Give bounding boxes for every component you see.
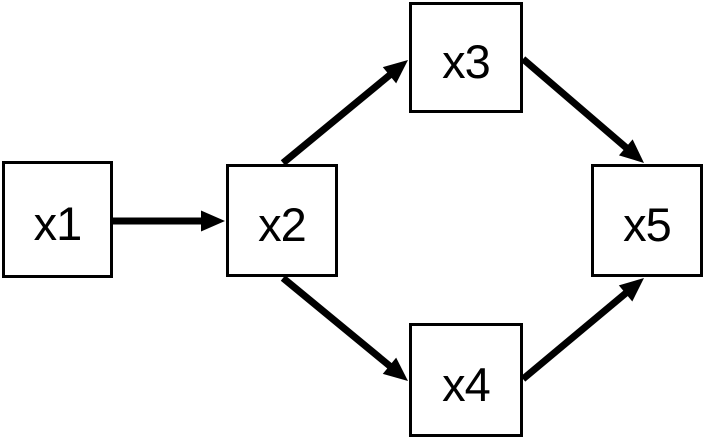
arrow-x2-to-x3-shaft <box>280 70 395 166</box>
node-x2-label: x2 <box>258 198 307 251</box>
arrow-x4-to-x5-head <box>618 278 644 302</box>
arrow-x4-to-x5-shaft <box>520 288 631 382</box>
node-x3-label: x3 <box>442 35 491 88</box>
arrow-x3-to-x5-shaft <box>520 56 631 152</box>
node-x5-label: x5 <box>623 198 672 251</box>
node-x3: x3 <box>409 2 523 113</box>
node-x1: x1 <box>2 161 113 278</box>
node-x4: x4 <box>409 323 523 437</box>
arrow-x2-to-x4-head <box>382 357 408 381</box>
arrow-x2-to-x4-shaft <box>280 275 395 371</box>
arrow-x1-to-x2-head <box>201 210 225 232</box>
node-x1-label: x1 <box>33 197 83 250</box>
node-x4-label: x4 <box>442 357 491 411</box>
node-x2: x2 <box>226 164 338 277</box>
node-x5: x5 <box>591 164 703 277</box>
arrow-x2-to-x3-head <box>382 60 408 84</box>
arrow-x3-to-x5-head <box>618 139 644 163</box>
